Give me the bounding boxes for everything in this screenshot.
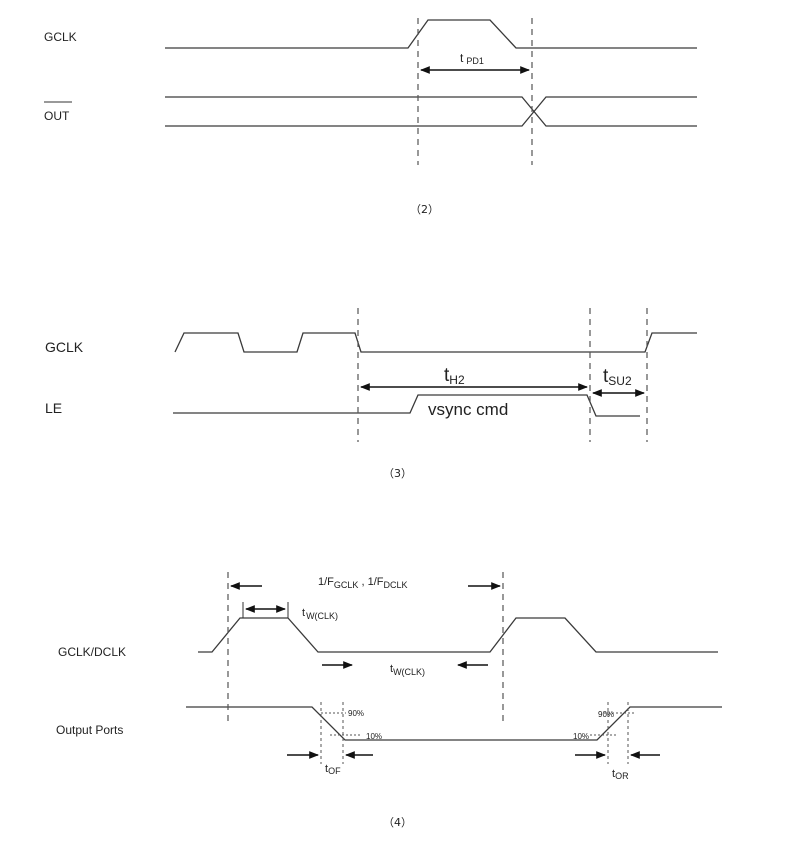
diagram-3: GCLK LE tH2 tSU2 vsync cmd （3） [45,308,697,480]
tor-label: tOR [612,768,629,781]
le-label-3: LE [45,400,62,416]
tor-10-label: 10% [573,732,589,741]
gclk-label-3: GCLK [45,339,84,355]
diagram-4: GCLK/DCLK Output Ports 1/FGCLK , 1/FDCLK… [56,572,722,829]
tor-90-label: 90% [598,710,614,719]
gclk-label-2: GCLK [44,30,77,44]
caption-2: （2） [410,203,439,216]
out-waveform-high [165,96,697,127]
out-label-2: OUT [44,109,70,123]
caption-3: （3） [383,467,412,480]
vsync-cmd-label: vsync cmd [428,400,508,419]
gclk-dclk-waveform [198,617,718,653]
tof-10-label: 10% [366,732,382,741]
gclk-dclk-label: GCLK/DCLK [58,645,126,659]
tof-label: tOF [325,763,341,776]
tw-high-label: tW(CLK) [302,607,338,621]
gclk-waveform-3 [174,332,697,353]
gclk-waveform-2 [165,19,697,49]
caption-4: （4） [383,816,412,829]
th2-label: tH2 [444,365,465,387]
tsu2-label: tSU2 [603,366,632,388]
output-ports-waveform [186,706,722,741]
tof-90-label: 90% [348,709,364,718]
period-label: 1/FGCLK , 1/FDCLK [318,576,408,590]
output-ports-label: Output Ports [56,723,123,737]
tw-low-label: tW(CLK) [390,663,425,677]
le-waveform-3 [173,394,640,417]
out-waveform-low [165,96,697,127]
